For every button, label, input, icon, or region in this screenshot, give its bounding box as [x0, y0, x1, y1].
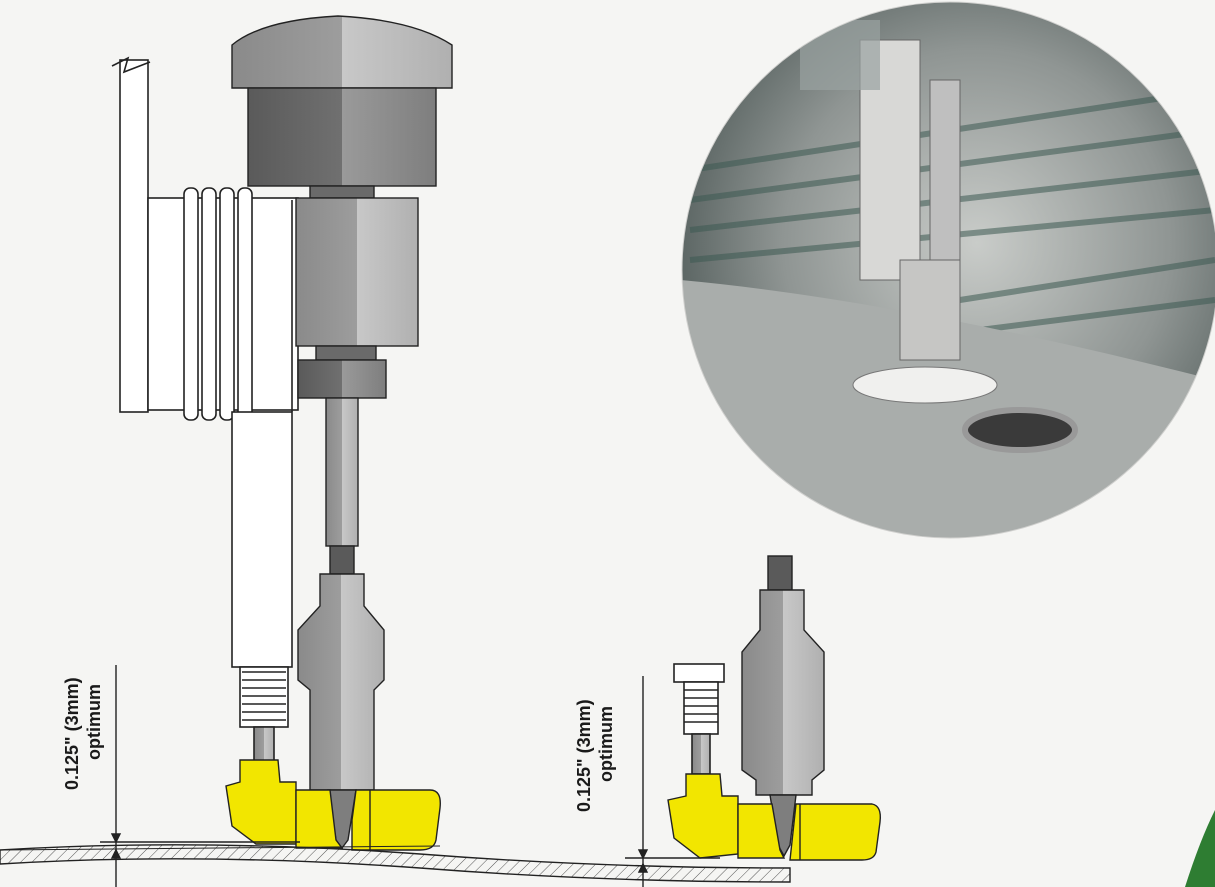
photo-frame	[681, 1, 1215, 539]
left-gap-value-label: 0.125" (3mm)	[62, 677, 82, 790]
support-column	[111, 56, 151, 413]
left-yellow-guard	[225, 759, 441, 851]
right-gap-value-label: 0.125" (3mm)	[574, 699, 594, 812]
photo-plate	[682, 280, 1215, 538]
left-dimension	[100, 665, 300, 887]
cutting-head-body	[231, 15, 453, 850]
bellows-bracket	[147, 187, 299, 421]
right-cutting-head	[667, 555, 882, 861]
right-nozzle-body	[741, 555, 825, 858]
right-dimension	[625, 676, 720, 887]
workpiece-surface	[0, 844, 791, 883]
height-sensor-rod	[231, 200, 293, 763]
corner-accent	[1185, 810, 1215, 887]
left-cutting-head	[111, 15, 453, 851]
right-yellow-guard	[667, 773, 882, 861]
right-gap-note-label: optimum	[596, 706, 616, 782]
left-gap-note-label: optimum	[84, 684, 104, 760]
waterjet-photo	[682, 2, 1215, 538]
right-sensor	[673, 663, 725, 775]
